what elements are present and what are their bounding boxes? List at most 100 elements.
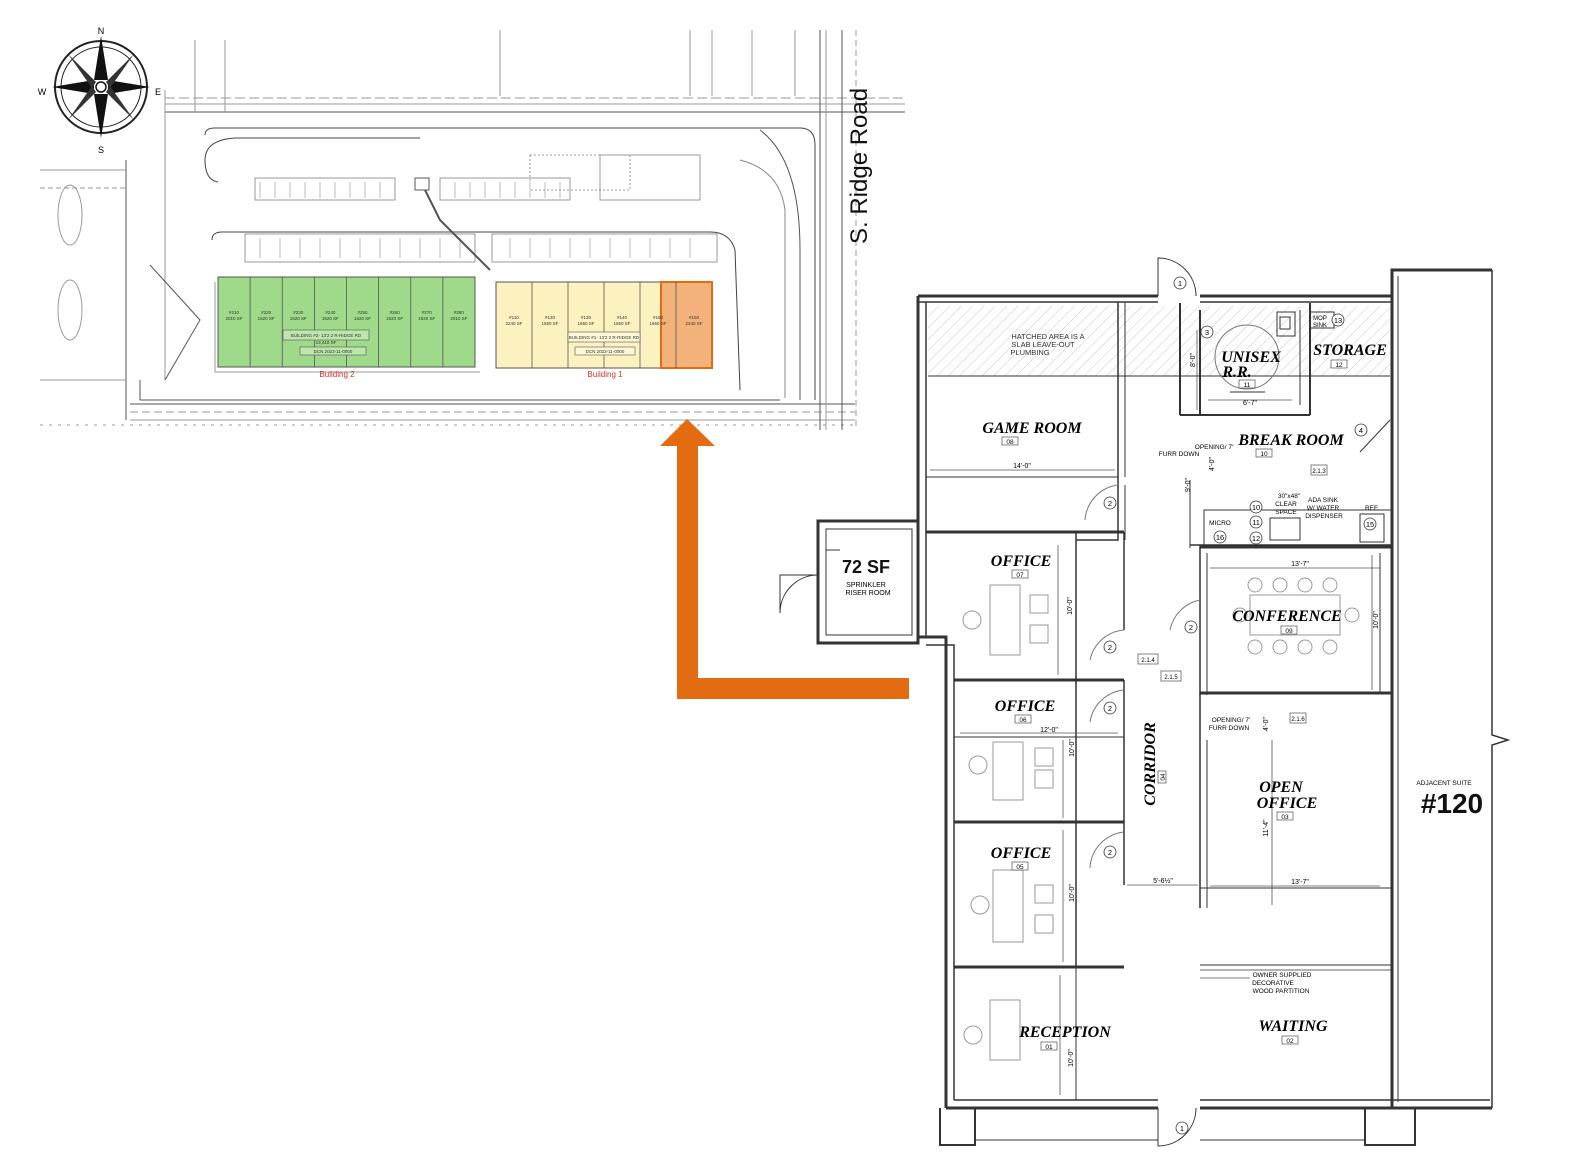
building-2-unit-sf: 1620 SF bbox=[386, 316, 403, 321]
mop-sink-2: SINK bbox=[1313, 323, 1327, 329]
office-07-num: 07 bbox=[1016, 572, 1024, 579]
highlighted-suite bbox=[660, 281, 713, 369]
compass-s-label: S bbox=[98, 145, 104, 155]
opening-note-1a: OPENING/ 7' bbox=[1195, 444, 1233, 451]
partition-note-3: WOOD PARTITION bbox=[1253, 988, 1310, 995]
dim-conf-width: 13'-7" bbox=[1291, 561, 1309, 568]
unisex-rr-label-1: UNISEX bbox=[1221, 349, 1281, 366]
building-2-label: Building 2 bbox=[319, 370, 355, 379]
corridor-label: CORRIDOR bbox=[1142, 722, 1159, 806]
office-06-label: OFFICE bbox=[995, 698, 1055, 715]
dim-corridor-width: 5'-6½" bbox=[1153, 877, 1173, 885]
tag-2-office07: 2 bbox=[1108, 643, 1112, 652]
keynote-213: 2.1.3 bbox=[1312, 469, 1326, 475]
dim-rr-width: 6'-7" bbox=[1243, 400, 1257, 407]
storage-label: STORAGE bbox=[1313, 342, 1387, 359]
tag-door-bottom: 1 bbox=[1180, 1124, 1184, 1133]
compass-rose-icon: N S E W bbox=[38, 26, 161, 155]
building-1-unit-sf: 1650 SF bbox=[577, 321, 594, 326]
dim-rr-height: 8'-0" bbox=[1190, 353, 1197, 367]
building-1-note-2: DCN 2023-11-0000 bbox=[586, 349, 625, 354]
compass-w-label: W bbox=[38, 87, 47, 97]
building-2-unit-sf: 2010 SF bbox=[450, 316, 467, 321]
building-1-unit-number: #120 bbox=[545, 315, 556, 320]
location-arrow-icon bbox=[660, 419, 909, 699]
building-1-unit-number: #160 bbox=[689, 315, 700, 320]
building-1-unit-sf: 1650 SF bbox=[541, 321, 558, 326]
waiting-num: 02 bbox=[1286, 1038, 1294, 1045]
building-1-unit-number: #150 bbox=[653, 315, 664, 320]
building-1-unit-sf: 1650 SF bbox=[649, 321, 666, 326]
game-room-num: 08 bbox=[1006, 439, 1014, 446]
dim-office-07-height: 10'-0" bbox=[1067, 597, 1074, 615]
open-office-num: 03 bbox=[1281, 814, 1289, 821]
building-2-unit-number: #270 bbox=[422, 310, 433, 315]
keynote-215: 2.1.5 bbox=[1164, 675, 1178, 681]
unisex-rr-num: 11 bbox=[1244, 382, 1251, 389]
dim-office-05-height: 10'-0" bbox=[1069, 884, 1076, 902]
tag-13: 13 bbox=[1334, 316, 1342, 325]
tag-3: 3 bbox=[1205, 328, 1209, 337]
hatch-note-3: PLUMBING bbox=[1010, 348, 1049, 357]
dim-open-width: 13'-7" bbox=[1291, 879, 1309, 886]
partition-note-2: DECORATIVE bbox=[1252, 980, 1294, 987]
adjacent-suite-number: #120 bbox=[1421, 788, 1483, 819]
opening-note-2b: FURR DOWN bbox=[1209, 725, 1250, 732]
sprinkler-area: 72 SF bbox=[842, 557, 890, 577]
floor-plan bbox=[779, 257, 1511, 1147]
tag-15: 15 bbox=[1366, 520, 1374, 529]
partition-note-1: OWNER SUPPLIED bbox=[1253, 972, 1312, 979]
dim-game-width: 14'-0" bbox=[1013, 463, 1031, 470]
building-2-unit-sf: 1620 SF bbox=[418, 316, 435, 321]
tag-2-office06: 2 bbox=[1108, 704, 1112, 713]
tag-16: 16 bbox=[1216, 533, 1224, 542]
tag-10: 10 bbox=[1252, 503, 1260, 512]
ada-sink-3: DISPENSER bbox=[1305, 513, 1343, 520]
tag-11: 11 bbox=[1252, 518, 1260, 527]
tag-2-office05: 2 bbox=[1108, 848, 1112, 857]
mop-sink-1: MOP bbox=[1313, 316, 1327, 322]
building-1-unit-sf: 1650 SF bbox=[613, 321, 630, 326]
micro-note: MICRO bbox=[1209, 520, 1231, 527]
building-2-unit-sf: 2010 SF bbox=[226, 316, 243, 321]
break-room-label: BREAK ROOM bbox=[1237, 432, 1344, 449]
game-room-label: GAME ROOM bbox=[982, 420, 1082, 437]
sprinkler-line-1: SPRINKLER bbox=[846, 582, 886, 589]
building-1-unit-number: #140 bbox=[617, 315, 628, 320]
dim-conf-height: 10'-0" bbox=[1373, 611, 1380, 629]
tag-2-conference: 2 bbox=[1189, 623, 1193, 632]
clear-space-2: CLEAR bbox=[1275, 501, 1297, 508]
building-2-note-1: BUILDING #2- 13'2 2 R-RIDGE RD bbox=[291, 333, 362, 338]
open-office-label-1: OPEN bbox=[1259, 779, 1304, 796]
tag-12: 12 bbox=[1252, 534, 1260, 543]
corridor-num: 04 bbox=[1160, 773, 1167, 781]
building-2-note-2: 13,410 SF bbox=[316, 340, 337, 345]
site-plan bbox=[40, 30, 905, 430]
office-05-label: OFFICE bbox=[991, 845, 1051, 862]
sprinkler-line-2: RISER ROOM bbox=[845, 590, 890, 597]
dim-reception-height: 10'-0" bbox=[1068, 1049, 1075, 1067]
open-office-label-2: OFFICE bbox=[1257, 795, 1317, 812]
road-label: S. Ridge Road bbox=[846, 88, 873, 244]
building-1-unit-number: #130 bbox=[581, 315, 592, 320]
office-05-num: 05 bbox=[1016, 864, 1024, 871]
building-2-unit-sf: 1620 SF bbox=[322, 316, 339, 321]
building-2-unit-number: #280 bbox=[454, 310, 465, 315]
conference-label: CONFERENCE bbox=[1232, 608, 1341, 625]
building-1-unit-sf: 2240 SF bbox=[505, 321, 522, 326]
floor-plan-labels: HATCHED AREA IS A SLAB LEAVE-OUT PLUMBIN… bbox=[842, 276, 1483, 1135]
building-2-unit-number: #250 bbox=[358, 310, 369, 315]
building-2-unit-number: #260 bbox=[390, 310, 401, 315]
hatch-note-2: SLAB LEAVE-OUT bbox=[1011, 340, 1075, 349]
hatch-note-1: HATCHED AREA IS A bbox=[1011, 332, 1084, 341]
adjacent-suite-label: ADJACENT SUITE bbox=[1416, 780, 1472, 787]
building-2-unit-number: #220 bbox=[261, 310, 272, 315]
dim-open-height: 11'-4" bbox=[1263, 819, 1270, 837]
storage-num: 12 bbox=[1335, 362, 1343, 369]
building-2-unit-sf: 1620 SF bbox=[258, 316, 275, 321]
ref-note: REF. bbox=[1365, 505, 1379, 512]
keynote-214: 2.1.4 bbox=[1141, 658, 1155, 664]
building-2-unit-number: #210 bbox=[229, 310, 240, 315]
reception-num: 01 bbox=[1045, 1044, 1053, 1051]
